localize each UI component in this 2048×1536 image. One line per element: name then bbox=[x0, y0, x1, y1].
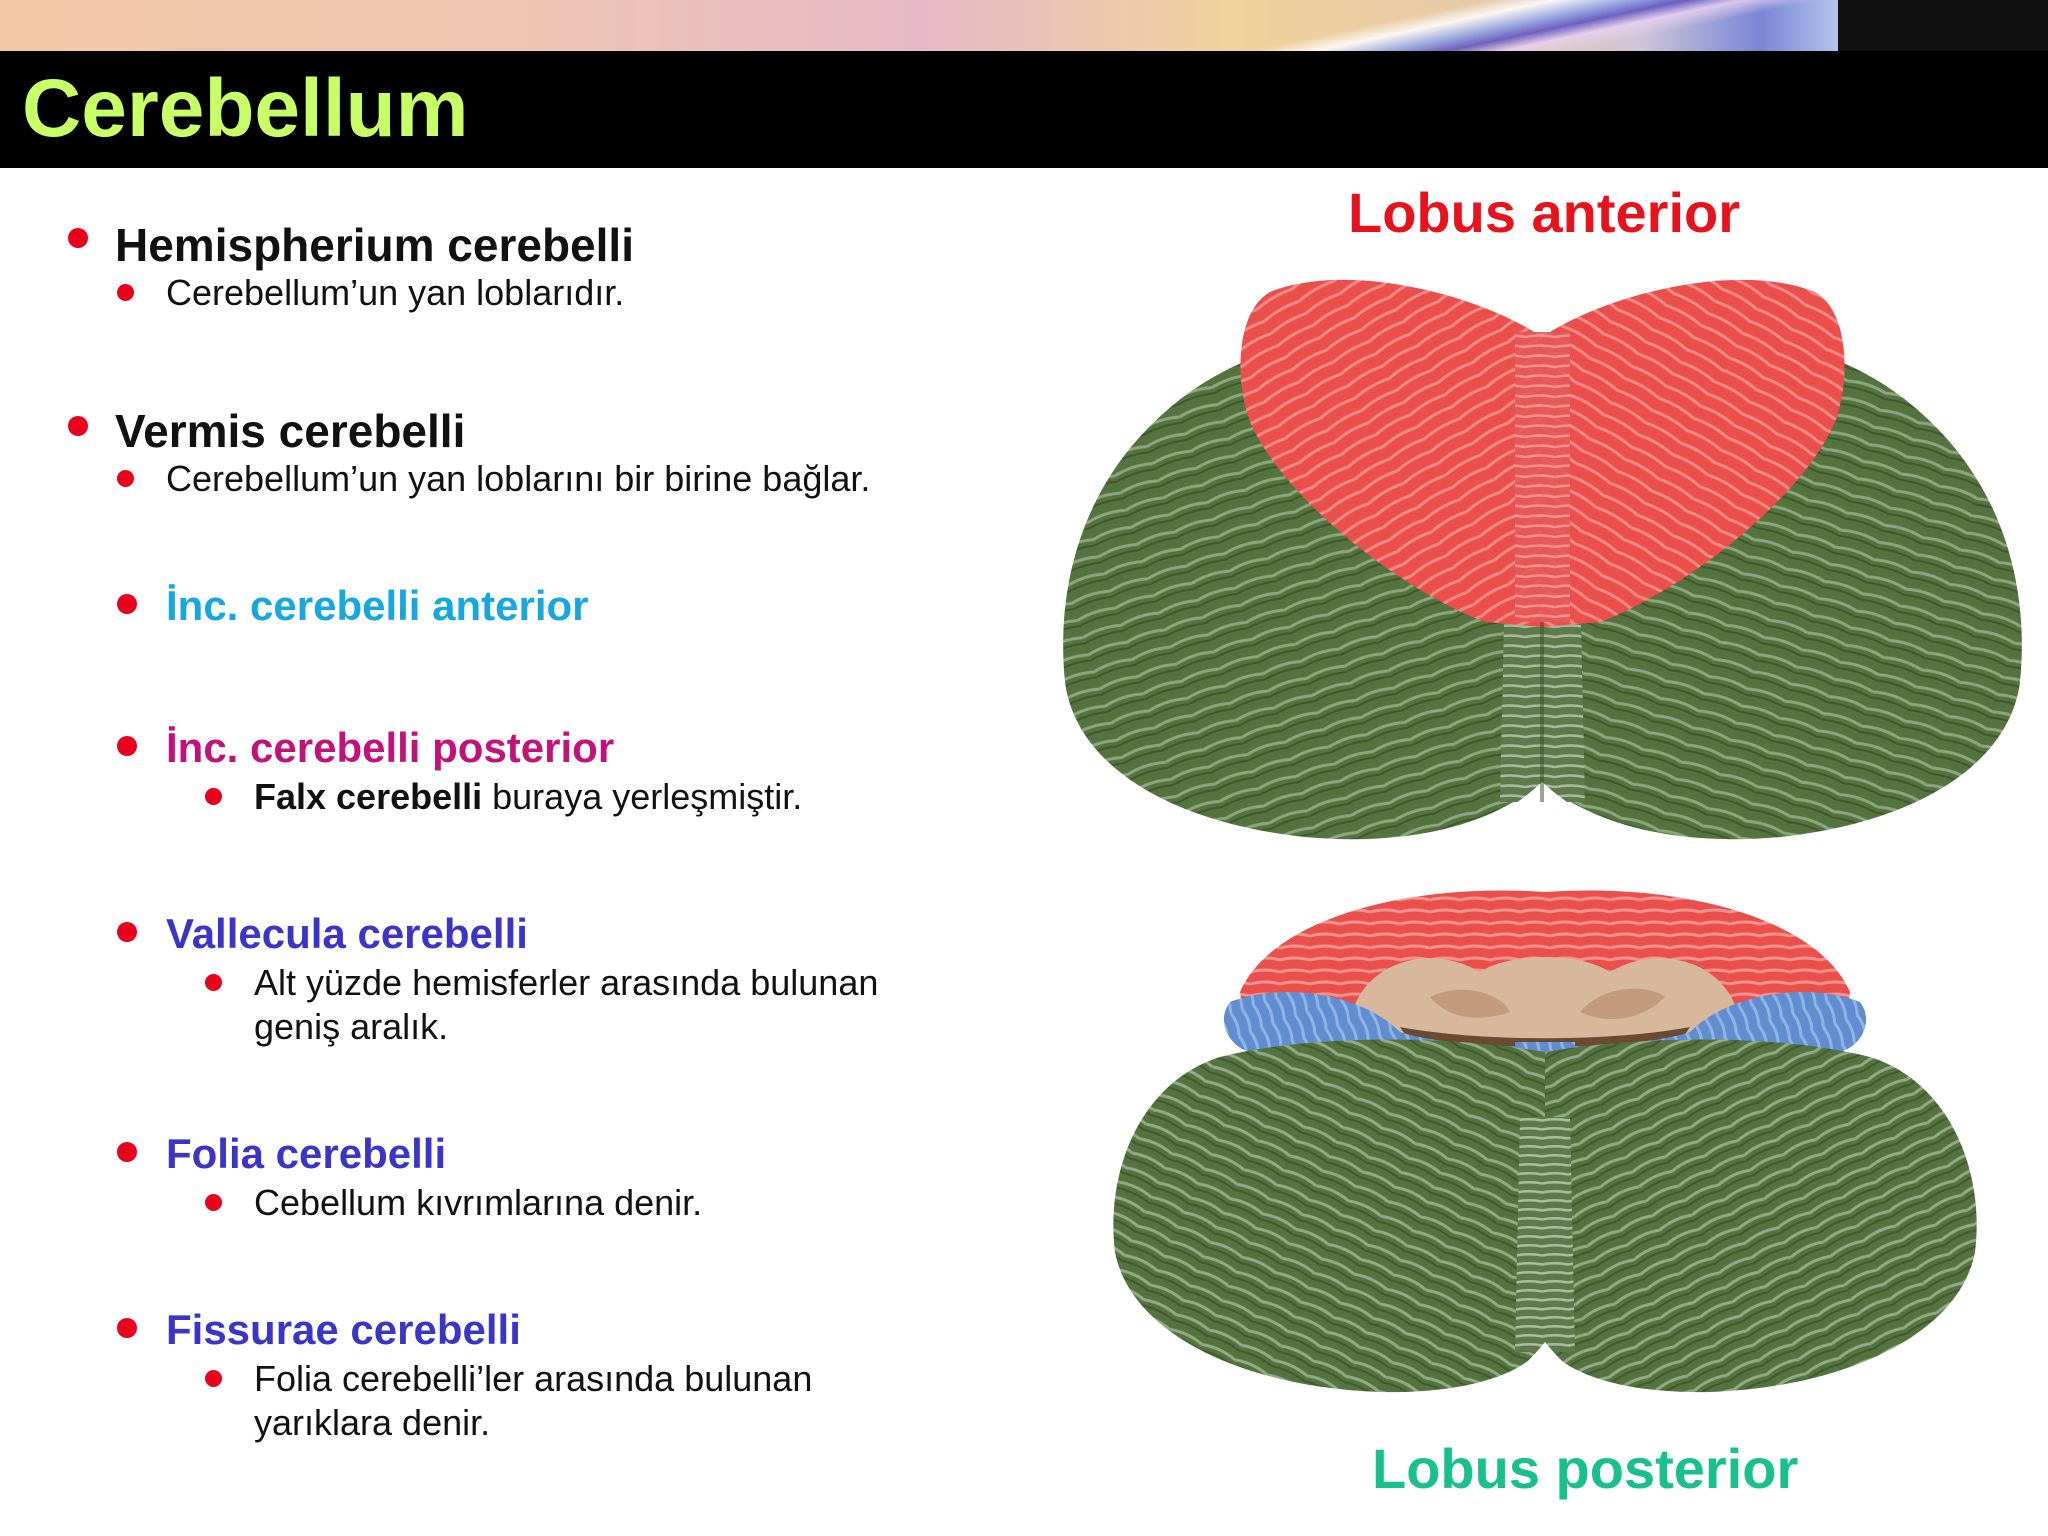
bullet-dot bbox=[117, 1142, 137, 1162]
falx-cerebelli-term: Falx cerebelli bbox=[254, 776, 483, 817]
sub-bullet-dot bbox=[117, 284, 134, 301]
item-vallecula: Vallecula cerebelli bbox=[166, 910, 528, 957]
item-vermis-desc: Cerebellum’un yan loblarını bir birine b… bbox=[166, 458, 871, 499]
inferior-left-hemisphere bbox=[1113, 1039, 1545, 1393]
bullet-dot bbox=[117, 594, 137, 614]
title-bar bbox=[0, 51, 2048, 168]
item-inc-posterior: İnc. cerebelli posterior bbox=[166, 724, 615, 771]
sub-bullet-dot bbox=[205, 974, 222, 991]
anterior-lobe-left bbox=[1240, 279, 1542, 627]
item-hemispherium: Hemispherium cerebelli bbox=[115, 219, 634, 271]
brainstem-cut bbox=[1350, 957, 1740, 1052]
bullet-dot bbox=[68, 416, 88, 436]
item-vermis: Vermis cerebelli bbox=[115, 405, 466, 457]
item-folia-desc: Cebellum kıvrımlarına denir. bbox=[254, 1182, 703, 1223]
item-folia: Folia cerebelli bbox=[166, 1130, 447, 1177]
decorative-header-strip bbox=[0, 0, 2048, 51]
bullet-list: Hemispherium cerebelli Cerebellum’un yan… bbox=[0, 168, 1040, 1536]
sub-bullet-dot bbox=[117, 470, 134, 487]
decorative-swoosh bbox=[1160, 0, 1860, 51]
item-fissurae: Fissurae cerebelli bbox=[166, 1306, 521, 1353]
sub-bullet-dot bbox=[205, 788, 222, 805]
inferior-vermis bbox=[1515, 1117, 1575, 1352]
bullet-dot bbox=[117, 922, 137, 942]
inferior-blue-band bbox=[1223, 992, 1867, 1052]
sub-bullet-dot bbox=[205, 1194, 222, 1211]
item-hemispherium-desc: Cerebellum’un yan loblarıdır. bbox=[166, 272, 625, 313]
label-lobus-posterior: Lobus posterior bbox=[1372, 1437, 1799, 1500]
cerebellum-inferior-view bbox=[1113, 890, 1977, 1394]
item-fissurae-desc-line1: Folia cerebelli’ler arasında bulunan bbox=[254, 1358, 813, 1399]
decorative-dark-corner bbox=[1838, 0, 2048, 51]
falx-cerebelli-rest: buraya yerleşmiştir. bbox=[482, 776, 803, 817]
bullet-dot bbox=[68, 228, 88, 248]
inferior-right-hemisphere bbox=[1545, 1039, 1977, 1393]
item-inc-posterior-desc: Falx cerebelli buraya yerleşmiştir. bbox=[254, 776, 802, 818]
cerebellum-superior-view bbox=[1063, 279, 2022, 842]
anterior-vermis bbox=[1515, 332, 1570, 622]
bullet-dot bbox=[117, 1318, 137, 1338]
item-vallecula-desc-line1: Alt yüzde hemisferler arasında bulunan bbox=[254, 962, 879, 1003]
anterior-lobe-right bbox=[1542, 279, 1845, 627]
sub-bullet-dot bbox=[205, 1370, 222, 1387]
bullet-dot bbox=[117, 736, 137, 756]
item-inc-anterior: İnc. cerebelli anterior bbox=[166, 582, 589, 629]
item-vallecula-desc-line2: geniş aralık. bbox=[254, 1006, 449, 1047]
page-title: Cerebellum bbox=[22, 63, 469, 154]
item-fissurae-desc-line2: yarıklara denir. bbox=[254, 1402, 491, 1443]
label-lobus-anterior: Lobus anterior bbox=[1348, 181, 1741, 244]
